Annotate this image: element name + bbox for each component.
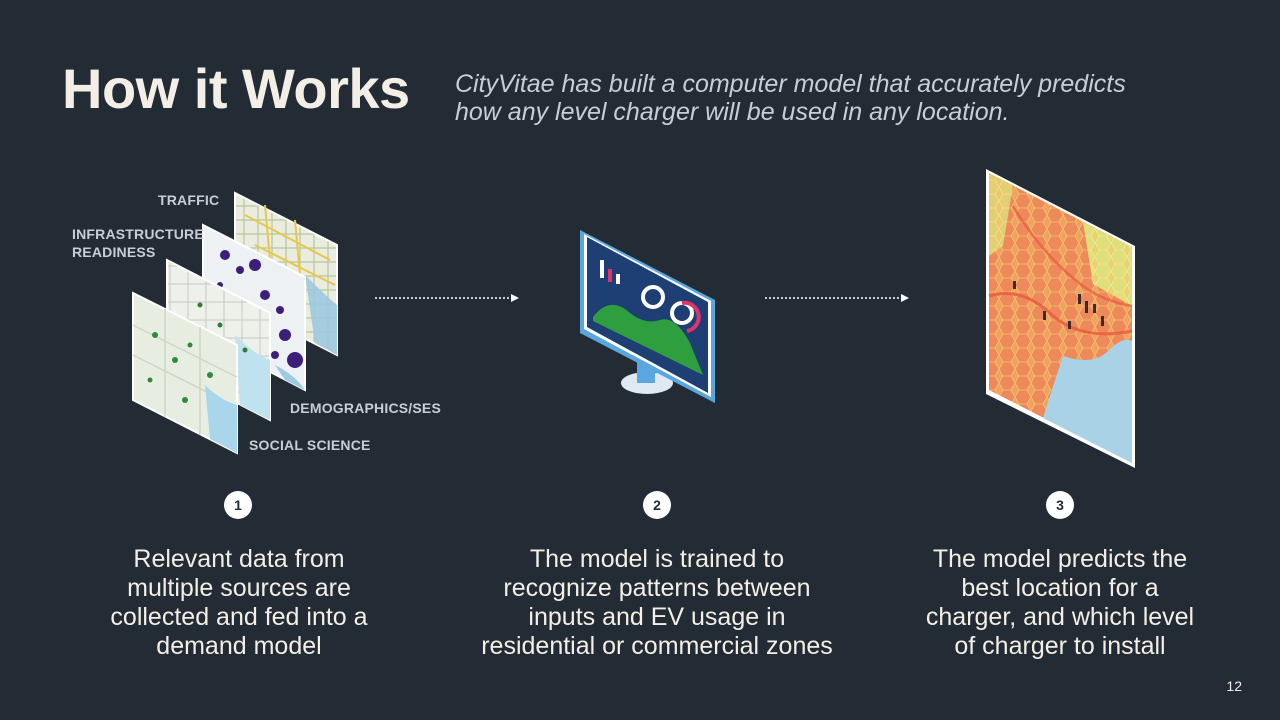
map-layer-stack <box>132 191 338 455</box>
subtitle-line-1: CityVitae has built a computer model tha… <box>455 70 1126 98</box>
label-infrastructure-line-1: INFRASTRUCTURE <box>72 226 204 242</box>
step-2-line-2: recognize patterns between <box>503 574 811 602</box>
step-2-line-4: residential or commercial zones <box>481 632 833 660</box>
step-2-line-3: inputs and EV usage in <box>528 603 786 631</box>
step-3-description: The model predicts the best location for… <box>880 545 1240 661</box>
step-1-line-3: collected and fed into a <box>110 603 368 631</box>
step-2-description: The model is trained to recognize patter… <box>477 545 837 661</box>
page-subtitle: CityVitae has built a computer model tha… <box>455 70 1175 126</box>
label-infrastructure: INFRASTRUCTURE READINESS <box>72 225 204 261</box>
subtitle-line-2: how any level charger will be used in an… <box>455 98 1010 126</box>
label-infrastructure-line-2: READINESS <box>72 244 156 260</box>
step-3-badge: 3 <box>1046 491 1074 519</box>
monitor-chart-icon <box>580 230 715 403</box>
step-1-description: Relevant data from multiple sources are … <box>59 545 419 661</box>
step-1-badge: 1 <box>224 491 252 519</box>
step-2-badge: 2 <box>643 491 671 519</box>
heatmap-map <box>986 169 1135 468</box>
step-3-line-2: best location for a <box>961 574 1159 602</box>
step-3-line-3: charger, and which level <box>925 603 1195 631</box>
step-2-line-1: The model is trained to <box>529 545 785 573</box>
social-science-layer <box>132 291 238 455</box>
arrow-step2-to-step3 <box>765 294 909 302</box>
step-3-line-1: The model predicts the <box>932 545 1188 573</box>
label-traffic: TRAFFIC <box>158 192 220 208</box>
arrow-step1-to-step2 <box>375 294 519 302</box>
label-demographics: DEMOGRAPHICS/SES <box>290 400 441 416</box>
step-3-line-4: of charger to install <box>954 632 1166 660</box>
page-number: 12 <box>1226 678 1242 694</box>
label-social-science: SOCIAL SCIENCE <box>249 437 371 453</box>
step-1-line-4: demand model <box>156 632 322 660</box>
step-1-line-2: multiple sources are <box>127 574 351 602</box>
step-1-line-1: Relevant data from <box>133 545 345 573</box>
page-title: How it Works <box>62 57 410 120</box>
